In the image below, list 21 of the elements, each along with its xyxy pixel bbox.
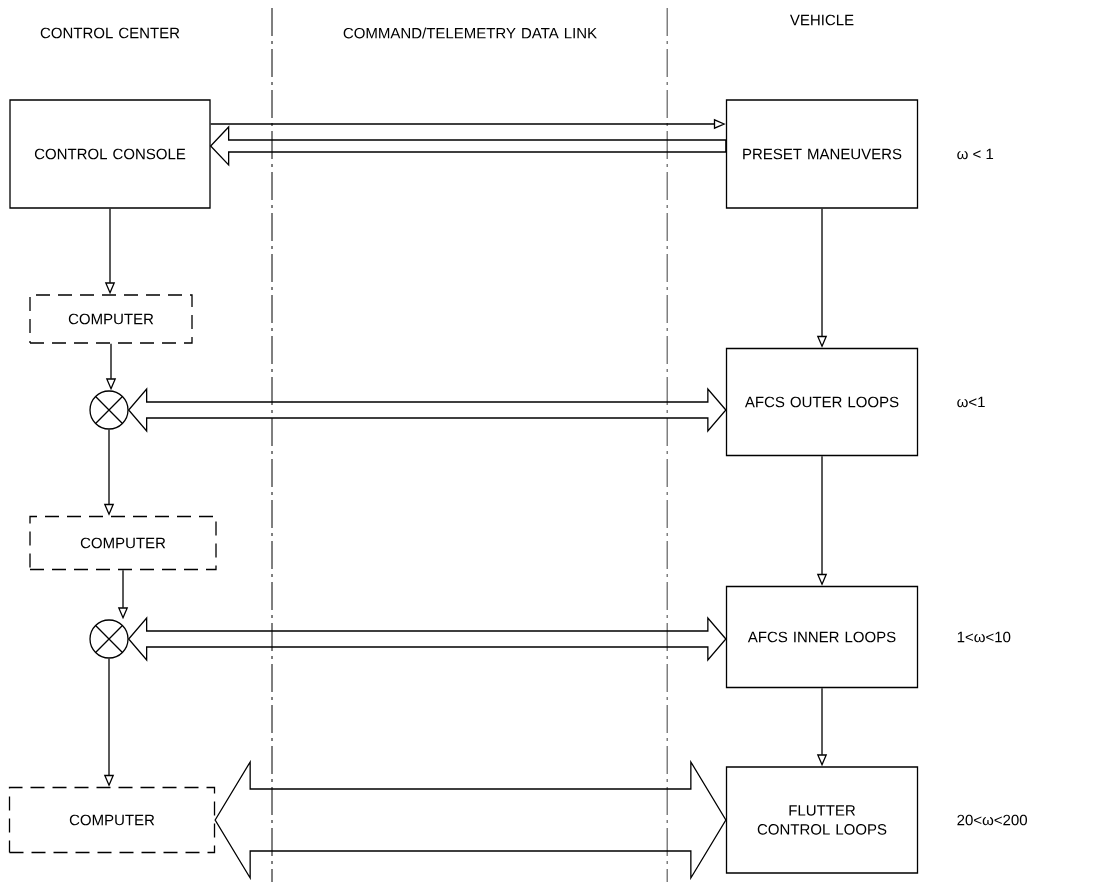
process-box: CONTROL CONSOLE	[9, 99, 211, 209]
computer-box: COMPUTER	[8, 786, 216, 854]
frequency-label: ω < 1	[957, 148, 994, 160]
column-header: VEHICLE	[789, 14, 854, 26]
process-box: AFCS OUTER LOOPS	[725, 347, 919, 457]
process-box: PRESET MANEUVERS	[725, 99, 919, 209]
computer-box: COMPUTER	[29, 294, 193, 344]
data-link-arrow	[127, 387, 727, 433]
frequency-label: ω<1	[957, 396, 985, 408]
summing-junction	[89, 390, 129, 430]
data-link-arrow	[209, 125, 727, 167]
process-box: AFCS INNER LOOPS	[725, 585, 919, 689]
column-header: COMMAND/TELEMETRY DATA LINK	[343, 27, 597, 39]
summing-junction	[89, 619, 129, 659]
computer-box: COMPUTER	[29, 515, 217, 571]
frequency-label: 1<ω<10	[957, 631, 1011, 643]
data-link-arrow	[127, 616, 727, 662]
process-box: FLUTTER CONTROL LOOPS	[725, 766, 919, 874]
column-header: CONTROL CENTER	[40, 27, 180, 39]
data-link-arrow	[214, 759, 727, 881]
frequency-label: 20<ω<200	[957, 814, 1027, 826]
